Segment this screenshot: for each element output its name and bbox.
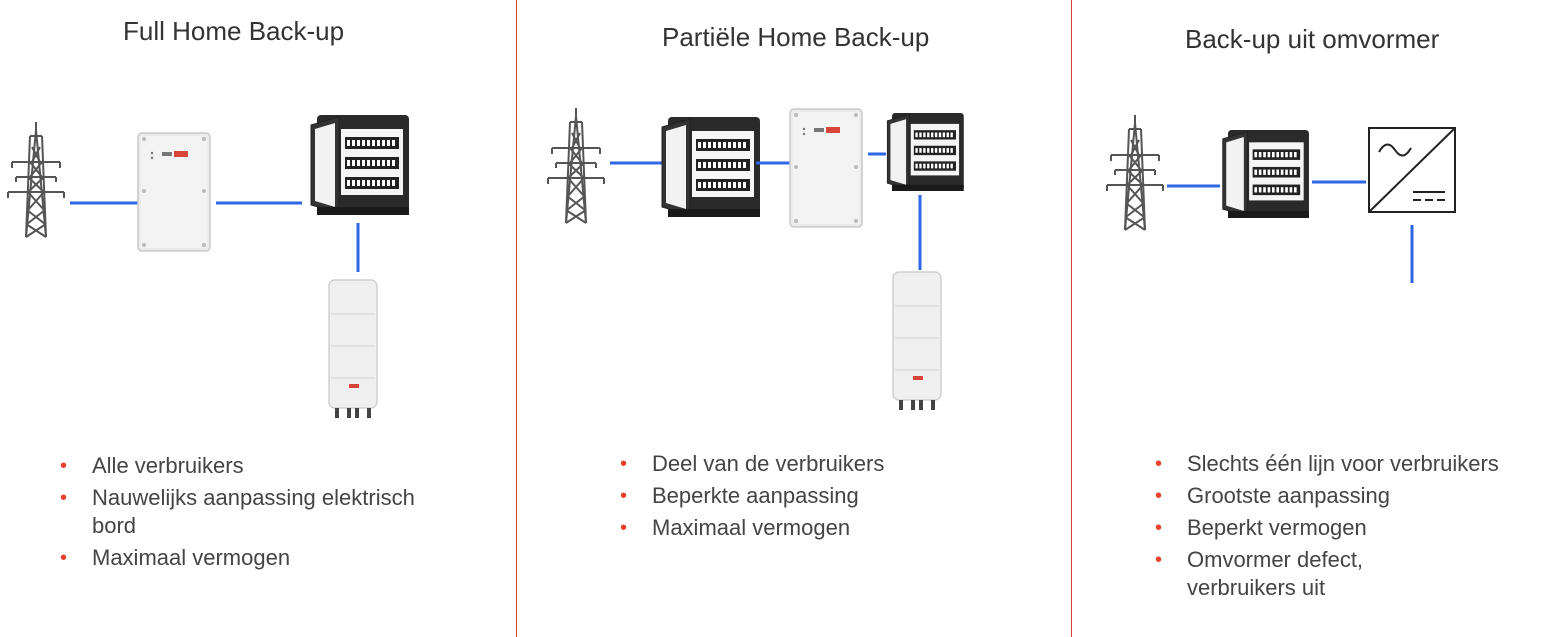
col2-subpanel-icon	[886, 112, 965, 192]
col3-electrical-panel-icon	[1222, 129, 1310, 219]
col1-electrical-panel-icon	[310, 114, 410, 216]
col1-pylon-icon	[7, 121, 65, 238]
title-partial-home-backup: Partiële Home Back-up	[662, 22, 930, 52]
col1-bullet-1: Alle verbruikers	[60, 452, 460, 480]
col1-battery-icon	[328, 279, 378, 419]
col3-bullet-4: Omvormer defect, verbruikers uit	[1155, 546, 1385, 602]
column-divider-1	[516, 0, 517, 637]
col2-diagram	[547, 107, 965, 411]
col2-bullet-1: Deel van de verbruikers	[620, 450, 1040, 478]
col2-electrical-panel-icon	[661, 116, 761, 218]
col2-bullet-3: Maximaal vermogen	[620, 514, 1040, 542]
col1-bullet-2: Nauwelijks aanpassing elektrisch bord	[60, 484, 432, 540]
col3-bullet-3: Beperkt vermogen	[1155, 514, 1565, 542]
col3-bullet-1: Slechts één lijn voor verbruikers	[1155, 450, 1565, 478]
col3-pylon-icon	[1106, 114, 1164, 231]
column-divider-2	[1071, 0, 1072, 637]
col3-inverter-icon	[1368, 127, 1456, 213]
title-backup-from-inverter: Back-up uit omvormer	[1185, 24, 1440, 54]
col2-bullet-2: Beperkte aanpassing	[620, 482, 1040, 510]
col3-bullet-2: Grootste aanpassing	[1155, 482, 1565, 510]
col2-bullet-list: Deel van de verbruikers Beperkte aanpass…	[620, 450, 1040, 546]
title-full-home-backup: Full Home Back-up	[123, 16, 345, 46]
col2-pylon-icon	[547, 107, 605, 224]
col3-diagram	[1106, 114, 1456, 283]
col1-bullet-3: Maximaal vermogen	[60, 544, 460, 572]
col1-diagram	[7, 114, 410, 419]
col2-battery-icon	[892, 271, 942, 411]
col2-backup-interface-icon	[789, 108, 863, 228]
col1-backup-interface-icon	[137, 132, 211, 252]
col3-bullet-list: Slechts één lijn voor verbruikers Groots…	[1155, 450, 1565, 606]
col1-bullet-list: Alle verbruikers Nauwelijks aanpassing e…	[60, 452, 460, 576]
